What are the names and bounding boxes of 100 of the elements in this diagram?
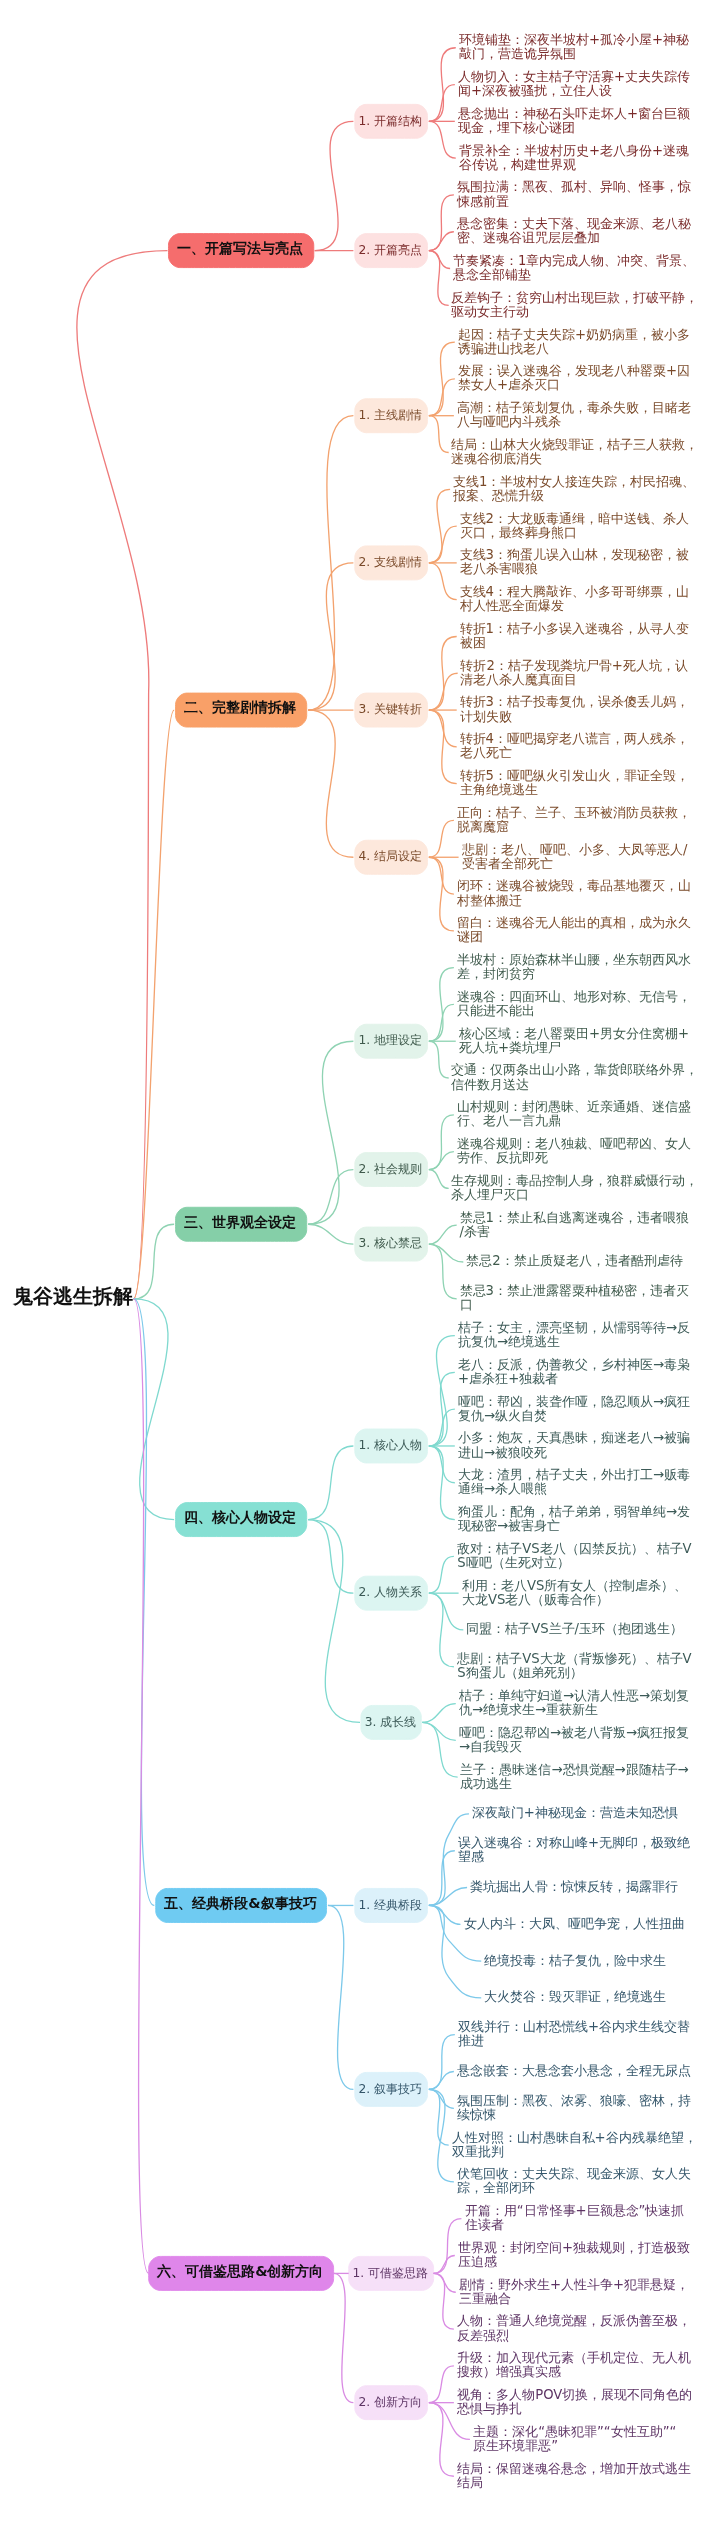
connector (428, 819, 455, 858)
connector (307, 561, 355, 711)
node-text: 山村规则：封闭愚昧、近亲通婚、迷信盛行、老八一言九鼎 (457, 1098, 692, 1128)
connector (132, 708, 175, 1299)
node-text: 大龙：渣男，桔子丈夫，外出打工→贩毒通缉→杀人喂熊 (458, 1466, 691, 1496)
connector (428, 2070, 455, 2090)
node-box: 2. 开篇亮点 (354, 232, 428, 268)
node-text: 转折2：桔子发现粪坑尸骨+死人坑，认清老八杀人魔真面目 (460, 657, 688, 687)
node-text: 粪坑掘出人骨：惊悚反转，揭露罪行 (470, 1878, 679, 1894)
node-text: 迷魂谷：四面环山、地形对称、无信号，只能进不能出 (457, 988, 692, 1018)
connector (432, 2217, 463, 2274)
node-text: 视角：多人物POV切换，展现不同角色的恐惧与挣扎 (457, 2386, 693, 2416)
connector (428, 2401, 455, 2477)
connector (428, 1592, 455, 1667)
connector (428, 414, 450, 453)
connector (428, 635, 458, 711)
node-text: 高潮：桔子策划复仇，毒杀失败，目睹老八与哑吧内斗残杀 (457, 399, 692, 429)
node-text: 支线3：狗蛋儿误入山林，发现秘密，被老八杀害喂狼 (459, 546, 689, 576)
connector (428, 249, 451, 269)
node-text: 生存规则：毒品控制人身，狼群威慑行动，杀人埋尸灭口 (450, 1172, 698, 1202)
connector (327, 1904, 355, 2090)
node-text: 桔子：单纯守妇道→认清人性恶→策划复仇→绝境求生→重获新生 (459, 1687, 690, 1717)
connector (428, 2088, 455, 2109)
connector (307, 1223, 355, 1245)
connector (428, 2088, 455, 2183)
node-box: 2. 社会规则 (354, 1151, 428, 1187)
connector (428, 1242, 458, 1299)
connector (432, 2272, 455, 2330)
node-box: 2. 支线剧情 (354, 544, 428, 580)
connector (428, 1224, 458, 1245)
connector (428, 1150, 455, 1170)
node-box: 1. 开篇结构 (354, 103, 428, 139)
connector (428, 1592, 460, 1594)
node-text: 悲剧：老八、哑吧、小多、大凤等恶人/受害者全部死亡 (461, 841, 688, 871)
node-text: 反差钩子：贫穷山村出现巨款，打破平静，驱动女主行动 (450, 289, 698, 319)
node-text: 悲剧：桔子VS大龙（背叛惨死）、桔子VS狗蛋儿（姐弟死别） (457, 1650, 692, 1680)
node-text: 同盟：桔子VS兰子/玉环（抱团逃生） (466, 1620, 683, 1636)
node-text: 升级：加入现代元素（手机定位、无人机搜救）增强真实感 (457, 2349, 692, 2379)
node-text: 核心区域：老八罂粟田+男女分住窝棚+死人坑+粪坑埋尸 (459, 1025, 690, 1055)
node-text: 支线1：半坡村女人接连失踪，村民招魂、报案、恐慌升级 (452, 473, 696, 503)
node-text: 深夜敲门+神秘现金：营造未知恐惧 (471, 1804, 678, 1820)
connector (428, 1904, 482, 1999)
connector (307, 1168, 355, 1225)
node-box: 2. 叙事技巧 (354, 2071, 428, 2107)
connector (428, 708, 458, 784)
node-box: 3. 核心禁忌 (354, 1226, 428, 1262)
connector (428, 1168, 450, 1189)
connector (307, 708, 355, 711)
node-box: 三、世界观全设定 (175, 1206, 308, 1242)
node-text: 悬念抛出：神秘石头吓走坏人+窗台巨额现金，埋下核心谜团 (458, 105, 691, 135)
connector (428, 193, 455, 251)
node-box: 1. 经典桥段 (354, 1887, 428, 1923)
node-box: 1. 主线剧情 (354, 397, 428, 433)
connector (432, 2254, 456, 2274)
node-text: 闭环：迷魂谷被烧毁，毒品基地覆灭，山村整体搬迁 (457, 877, 692, 908)
connector (307, 1518, 361, 1723)
node-text: 绝境投毒：桔子复仇，险中求生 (484, 1952, 667, 1968)
node-text: 哑吧：隐忍帮凶→被老八背叛→疯狂报复→自我毁灭 (459, 1724, 690, 1754)
node-text: 哑吧：帮凶，装聋作哑，隐忍顺从→疯狂复仇→纵火自焚 (458, 1393, 691, 1423)
connector (314, 120, 355, 251)
connector (307, 1040, 355, 1225)
node-text: 转折3：桔子投毒复仇，误杀傻丢儿妈，计划失败 (459, 693, 689, 724)
node-text: 误入迷魂谷：对称山峰+无脚印，极致绝望感 (458, 1834, 691, 1864)
node-text: 氛围压制：黑夜、浓雾、狼嚎、密林，持续惊悚 (457, 2092, 692, 2122)
node-box: 3. 关键转折 (354, 692, 428, 727)
connector (428, 83, 456, 122)
connector (307, 708, 355, 858)
node-text: 禁忌1：禁止私自逃离迷魂谷，违者喂狼/杀害 (459, 1209, 689, 1239)
connector (132, 1297, 150, 2274)
node-text: 悬念嵌套：大悬念套小悬念，全程无尿点 (457, 2062, 692, 2078)
node-text: 世界观：封闭空间+独裁规则，打造极致压迫感 (458, 2239, 691, 2269)
node-box: 四、核心人物设定 (175, 1501, 308, 1537)
node-text: 女人内斗：大凤、哑吧争宠，人性扭曲 (463, 1915, 685, 1931)
connector (428, 561, 458, 564)
connector (428, 1812, 470, 1906)
node-text: 老八：反派，伪善教父，乡村神医→毒枭+虐杀狂+独裁者 (458, 1356, 691, 1386)
node-text: 留白：迷魂谷无人能出的真相，成为永久谜团 (457, 914, 692, 944)
node-text: 半坡村：原始森林半山腰，坐东朝西风水差，封闭贫穷 (457, 951, 692, 981)
node-text: 交通：仅两条出山小路，靠货郎联络外界，信件数月送达 (450, 1061, 698, 1092)
node-text: 结局：保留迷魂谷悬念，增加开放式逃生结局 (457, 2460, 692, 2490)
node-text: 支线4：程大腾敲诈、小多哥哥绑票，山村人性恶全面爆发 (459, 583, 689, 613)
node-text: 结局：山林大火烧毁罪证，桔子三人获救，迷魂谷彻底消失 (450, 436, 698, 466)
node-box: 2. 创新方向 (354, 2384, 428, 2420)
connector (428, 249, 450, 306)
node-text: 支线2：大龙贩毒通缉，暗中送钱、杀人灭口，最终葬身熊口 (459, 510, 689, 540)
node-box: 1. 可借鉴思路 (348, 2255, 435, 2291)
connector (428, 2033, 456, 2090)
connector (428, 1040, 450, 1079)
node-text: 伏笔回收：丈夫失踪、现金来源、女人失踪，全部闭环 (457, 2165, 692, 2195)
connector (428, 120, 457, 159)
node-text: 人物：普通人绝境觉醒，反派伪善至极，反差强烈 (457, 2312, 692, 2343)
node-text: 双线并行：山村恐慌线+谷内求生线交替推进 (458, 2018, 691, 2048)
node-text: 鬼谷逃生拆解 (12, 1284, 133, 1308)
connector (428, 708, 458, 711)
node-text: 转折5：哑吧纵火引发山火，罪证全毁，主角绝境逃生 (459, 767, 689, 797)
node-box: 3. 成长线 (360, 1704, 422, 1740)
node-text: 主题：深化“愚昧犯罪”“女性互助”“原生环境罪恶” (473, 2423, 677, 2453)
node-text: 大火焚谷：毁灭罪证，绝境逃生 (484, 1988, 667, 2004)
node-text: 敌对：桔子VS老八（囚禁反抗）、桔子VS哑吧（生死对立） (457, 1540, 692, 1570)
node-text: 桔子：女主，漂亮坚韧，从懦弱等待→反抗复仇→绝境逃生 (458, 1319, 691, 1349)
